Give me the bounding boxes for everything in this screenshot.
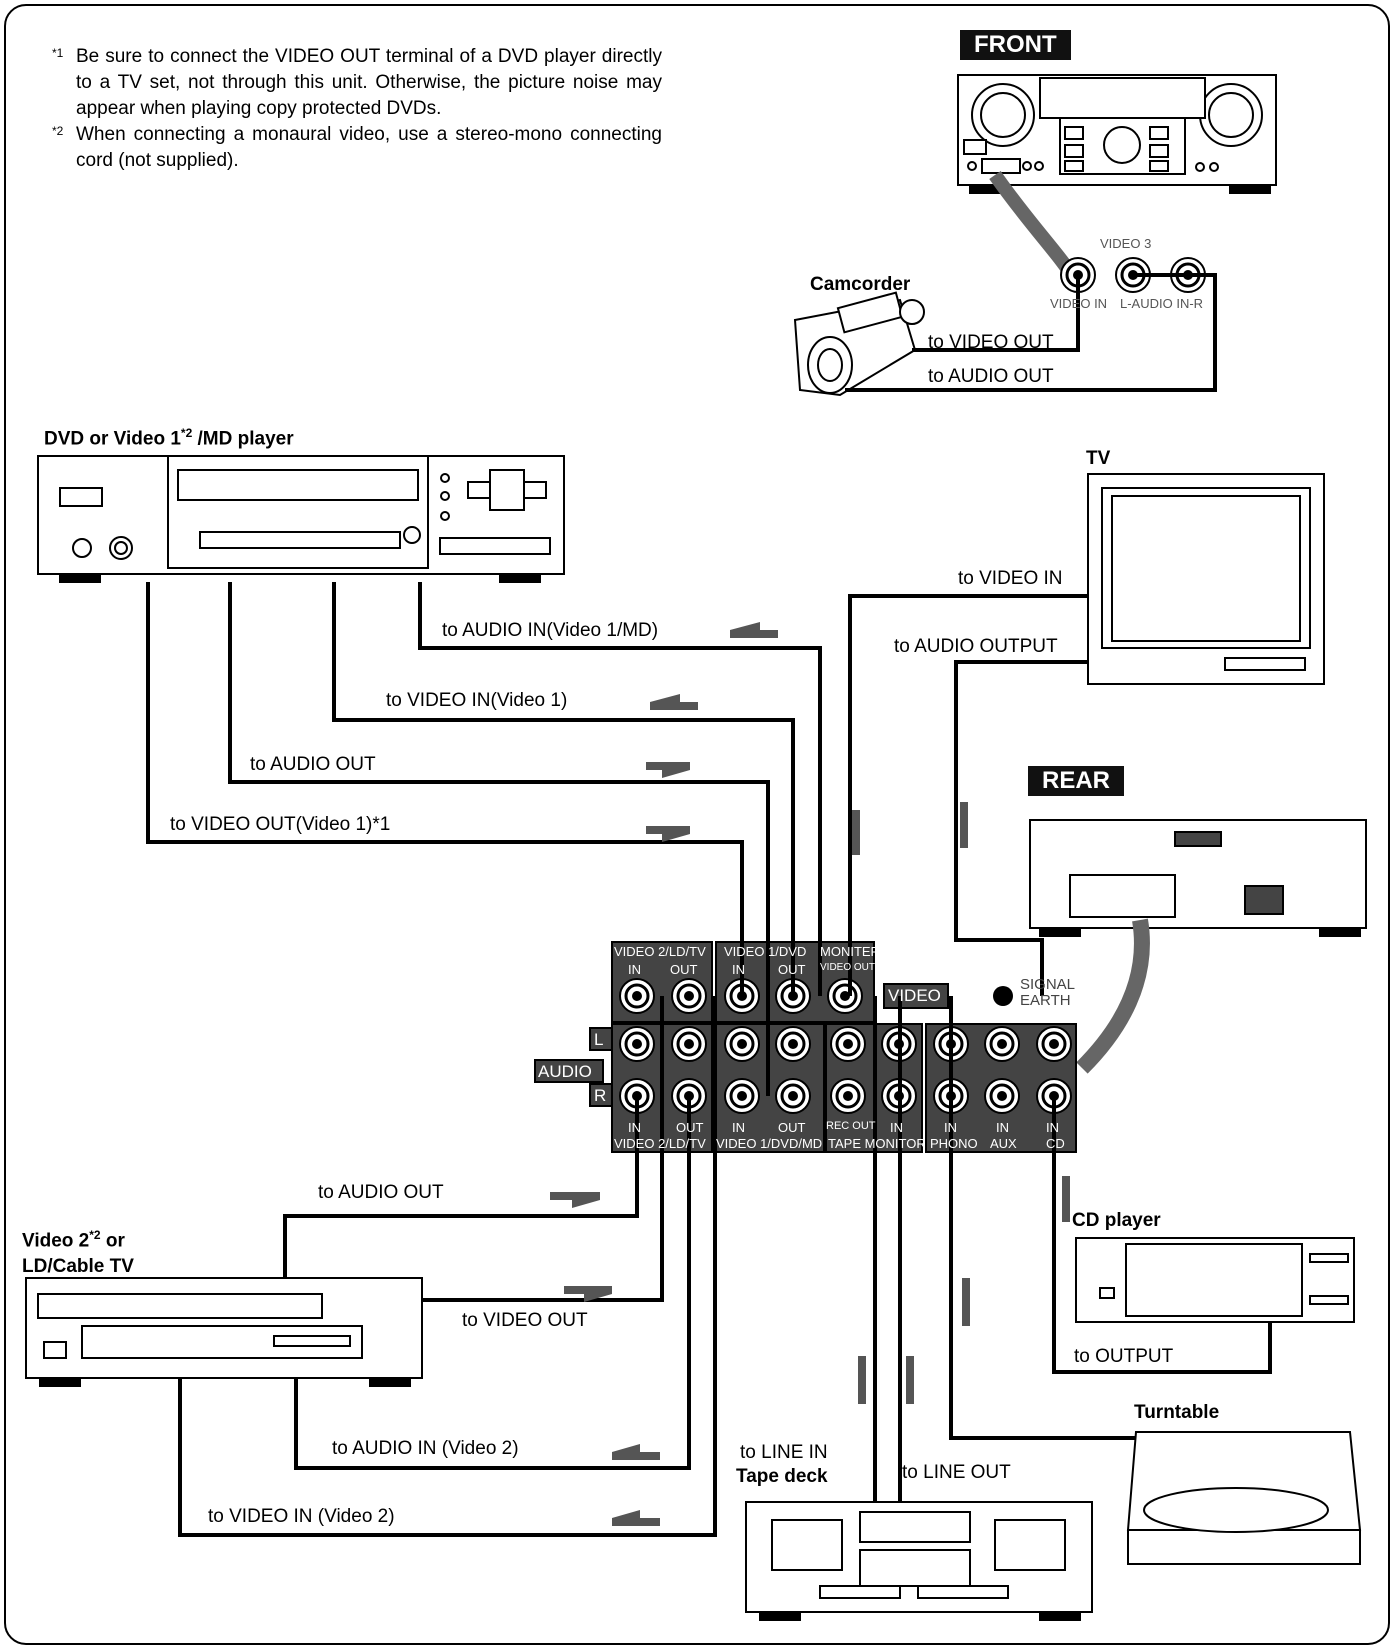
panel-v2-out-b: OUT: [676, 1120, 704, 1135]
panel-v2-out: OUT: [670, 962, 698, 977]
panel-aux: AUX: [990, 1136, 1017, 1151]
front-audio-in-label: L-AUDIO IN-R: [1120, 296, 1204, 311]
label-v2-video-in: to VIDEO IN (Video 2): [208, 1506, 395, 1527]
panel-v2-in: IN: [628, 962, 641, 977]
label-tv-audio-out: to AUDIO OUTPUT: [894, 636, 1058, 657]
panel-tape-bottom: TAPE MONITOR: [828, 1136, 926, 1151]
receiver-rear-illustration: [1029, 819, 1367, 937]
panel-rec-out: REC OUT: [826, 1120, 876, 1132]
dvd-player-illustration: [37, 455, 565, 583]
label-tape-line-out: to LINE OUT: [902, 1462, 1011, 1483]
panel-phono-in: IN: [944, 1120, 957, 1135]
rear-badge: REAR: [1028, 766, 1125, 796]
tv-illustration: [1087, 473, 1325, 685]
camcorder-label: Camcorder: [810, 274, 911, 295]
zoom-pointer-front: [989, 170, 1082, 284]
label-v2-audio-in: to AUDIO IN (Video 2): [332, 1438, 519, 1459]
camcorder-illustration: [793, 291, 925, 397]
cable-cam-video: [912, 275, 1080, 352]
panel-cd: CD: [1046, 1136, 1065, 1151]
front-badge: FRONT: [960, 30, 1071, 60]
label-cam-audio: to AUDIO OUT: [928, 366, 1054, 387]
rear-jacks: [618, 977, 1073, 1115]
panel-monitor-top: MONITER: [820, 944, 880, 959]
panel-tape-in: IN: [890, 1120, 903, 1135]
label-dvd-audio-out: to AUDIO OUT: [250, 754, 376, 775]
panel-earth: EARTH: [1020, 992, 1071, 1009]
cd-player-label: CD player: [1072, 1210, 1161, 1231]
tape-deck-illustration: [745, 1501, 1093, 1621]
label-tape-line-in: to LINE IN: [740, 1442, 828, 1463]
label-tv-video-in: to VIDEO IN: [958, 568, 1063, 589]
tv-label: TV: [1086, 448, 1111, 469]
turntable-label: Turntable: [1134, 1402, 1220, 1423]
panel-signal: SIGNAL: [1020, 976, 1076, 993]
panel-r: R: [594, 1086, 607, 1105]
dvd-player-label: DVD or Video 1*2 /MD player: [44, 426, 294, 450]
cables: [146, 582, 1272, 1537]
panel-cd-in: IN: [1046, 1120, 1059, 1135]
panel-audio: AUDIO: [538, 1062, 592, 1081]
label-dvd-video-out: to VIDEO OUT(Video 1)*1: [170, 814, 391, 835]
panel-v1-out-b: OUT: [778, 1120, 806, 1135]
label-v2-video-out: to VIDEO OUT: [462, 1310, 588, 1331]
receiver-front-illustration: [957, 74, 1277, 194]
panel-v1-in-b: IN: [732, 1120, 745, 1135]
cable-cam-audio: [845, 273, 1217, 392]
panel-l: L: [594, 1030, 604, 1049]
panel-v2-top: VIDEO 2/LD/TV: [614, 944, 706, 959]
panel-video-tag: VIDEO: [888, 986, 941, 1005]
front-video-in-label: VIDEO IN: [1050, 296, 1108, 311]
panel-v1-top: VIDEO 1/DVD: [724, 944, 807, 959]
panel-monitor-video-out: VIDEO OUT: [820, 962, 876, 973]
label-v2-audio-out: to AUDIO OUT: [318, 1182, 444, 1203]
cd-player-illustration: [1075, 1237, 1355, 1323]
tape-deck-label: Tape deck: [736, 1466, 828, 1487]
front-video3-label: VIDEO 3: [1100, 236, 1152, 251]
video2-illustration: [25, 1277, 423, 1387]
label-dvd-video-in: to VIDEO IN(Video 1): [386, 690, 568, 711]
panel-v1-in: IN: [732, 962, 745, 977]
label-cd-output: to OUTPUT: [1074, 1346, 1174, 1367]
direction-arrows: [550, 622, 1070, 1526]
panel-v1-out: OUT: [778, 962, 806, 977]
panel-v1-bottom: VIDEO 1/DVD/MD: [716, 1136, 823, 1151]
label-cam-video: to VIDEO OUT: [928, 332, 1054, 353]
diagram-frame: [4, 4, 1390, 1645]
panel-v2-in-b: IN: [628, 1120, 641, 1135]
panel-v2-bottom: VIDEO 2/LD/TV: [614, 1136, 706, 1151]
panel-aux-in: IN: [996, 1120, 1009, 1135]
zoom-pointer-rear: [1076, 918, 1150, 1074]
panel-phono: PHONO: [930, 1136, 978, 1151]
turntable-illustration: [1126, 1431, 1362, 1565]
label-dvd-audio-in: to AUDIO IN(Video 1/MD): [442, 620, 659, 641]
